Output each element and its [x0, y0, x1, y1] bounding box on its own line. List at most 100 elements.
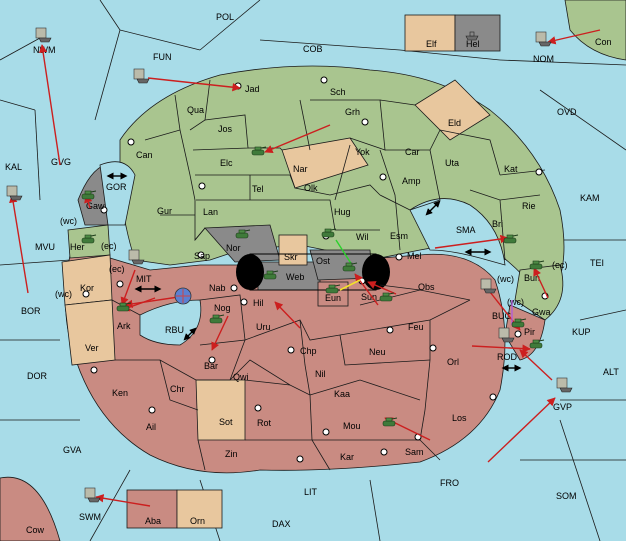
label-rie: Rie [522, 201, 536, 211]
label-amp: Amp [402, 176, 421, 186]
label-eld: Eld [448, 118, 461, 128]
label-feu: Feu [408, 322, 424, 332]
province-ver[interactable] [64, 299, 116, 366]
label-fun: FUN [153, 52, 172, 62]
label-sma: SMA [456, 225, 476, 235]
label-gur: Gur [157, 206, 172, 216]
support-line [335, 239, 353, 266]
label-jad: Jad [245, 84, 260, 94]
label-her: Her [70, 242, 85, 252]
label-elf: Elf [426, 39, 437, 49]
label-jos: Jos [218, 124, 233, 134]
label-kam: KAM [580, 193, 600, 203]
label-zin: Zin [225, 449, 238, 459]
green-borders [144, 79, 546, 261]
label-chp: Chp [300, 346, 317, 356]
label-som: SOM [556, 491, 577, 501]
label-gaw: Gaw [86, 201, 105, 211]
label-wil: Wil [356, 232, 369, 242]
svg-text:(ec): (ec) [101, 241, 117, 251]
label-mou: Mou [343, 421, 361, 431]
province-sot[interactable] [195, 379, 246, 441]
label-mel: Mel [407, 251, 422, 261]
province-aba[interactable] [126, 489, 178, 529]
label-neu: Neu [369, 347, 386, 357]
label-cow: Cow [26, 525, 45, 535]
label-mit: MIT [136, 274, 152, 284]
svg-text:(wc): (wc) [507, 297, 524, 307]
svg-text:(wc): (wc) [55, 289, 72, 299]
label-ark: Ark [117, 321, 131, 331]
label-gvg: GVG [51, 157, 71, 167]
province-nar[interactable] [281, 137, 369, 189]
red-borders [111, 284, 471, 471]
label-lan: Lan [203, 207, 218, 217]
label-bor: BOR [21, 306, 41, 316]
route-markers [106, 172, 522, 372]
label-hug: Hug [334, 207, 351, 217]
label-kar: Kar [340, 452, 354, 462]
label-yok: Yok [355, 147, 370, 157]
label-pir: Pir [524, 327, 535, 337]
label-bun: Bun [524, 273, 540, 283]
label-bar: Bar [204, 361, 218, 371]
label-nab: Nab [209, 283, 226, 293]
label-sch: Sch [330, 87, 346, 97]
label-rbu: RBU [165, 325, 184, 335]
label-eun: Eun [325, 293, 341, 303]
label-bri: Bri [492, 219, 503, 229]
label-gvp: GVP [553, 402, 572, 412]
label-orn: Orn [190, 516, 205, 526]
label-tei: TEI [590, 258, 604, 268]
label-swm: SWM [79, 512, 101, 522]
label-sot: Sot [219, 417, 233, 427]
label-alt: ALT [603, 367, 619, 377]
order-arrows [9, 29, 601, 507]
label-qua: Qua [187, 105, 204, 115]
label-nil: Nil [315, 369, 326, 379]
label-rod: ROD [497, 352, 518, 362]
label-nom: NOM [533, 54, 554, 64]
label-kat: Kat [504, 164, 518, 174]
label-rot: Rot [257, 418, 272, 428]
label-uta: Uta [445, 158, 459, 168]
label-gwa: Gwa [532, 307, 551, 317]
svg-text:(ec): (ec) [109, 264, 125, 274]
label-ail: Ail [146, 422, 156, 432]
label-ost: Ost [316, 256, 331, 266]
label-lit: LIT [304, 487, 318, 497]
southern-land-mass [65, 244, 506, 474]
svg-text:(wc): (wc) [60, 216, 77, 226]
globe-icon [174, 287, 192, 305]
label-kal: KAL [5, 162, 22, 172]
label-los: Los [452, 413, 467, 423]
label-con: Con [595, 37, 612, 47]
province-orn[interactable] [176, 489, 223, 529]
province-elf[interactable] [404, 14, 456, 52]
province-eld[interactable] [414, 79, 491, 141]
coast-tags: (wc) (ec) (ec) (wc) (wc) (ec) (wc) [55, 216, 568, 307]
label-kor: Kor [80, 283, 94, 293]
label-nwm: NWM [33, 45, 56, 55]
label-mvu: MVU [35, 242, 55, 252]
label-sun: Sun [361, 292, 377, 302]
label-kup: KUP [572, 327, 591, 337]
label-tel: Tel [252, 184, 264, 194]
label-ken: Ken [112, 388, 128, 398]
province-skr[interactable] [278, 234, 308, 266]
label-pol: POL [216, 12, 234, 22]
label-ver: Ver [85, 343, 99, 353]
label-sap: Sap [194, 251, 210, 261]
label-kaa: Kaa [334, 389, 350, 399]
label-gva: GVA [63, 445, 81, 455]
label-can: Can [136, 150, 153, 160]
supply-centers [82, 76, 549, 463]
label-aba: Aba [145, 516, 161, 526]
label-chr: Chr [170, 384, 185, 394]
label-grh: Grh [345, 107, 360, 117]
label-olk: Olk [304, 183, 318, 193]
svg-text:(wc): (wc) [497, 274, 514, 284]
label-obs: Obs [418, 282, 435, 292]
label-elc: Elc [220, 158, 233, 168]
province-hel[interactable] [454, 14, 501, 52]
